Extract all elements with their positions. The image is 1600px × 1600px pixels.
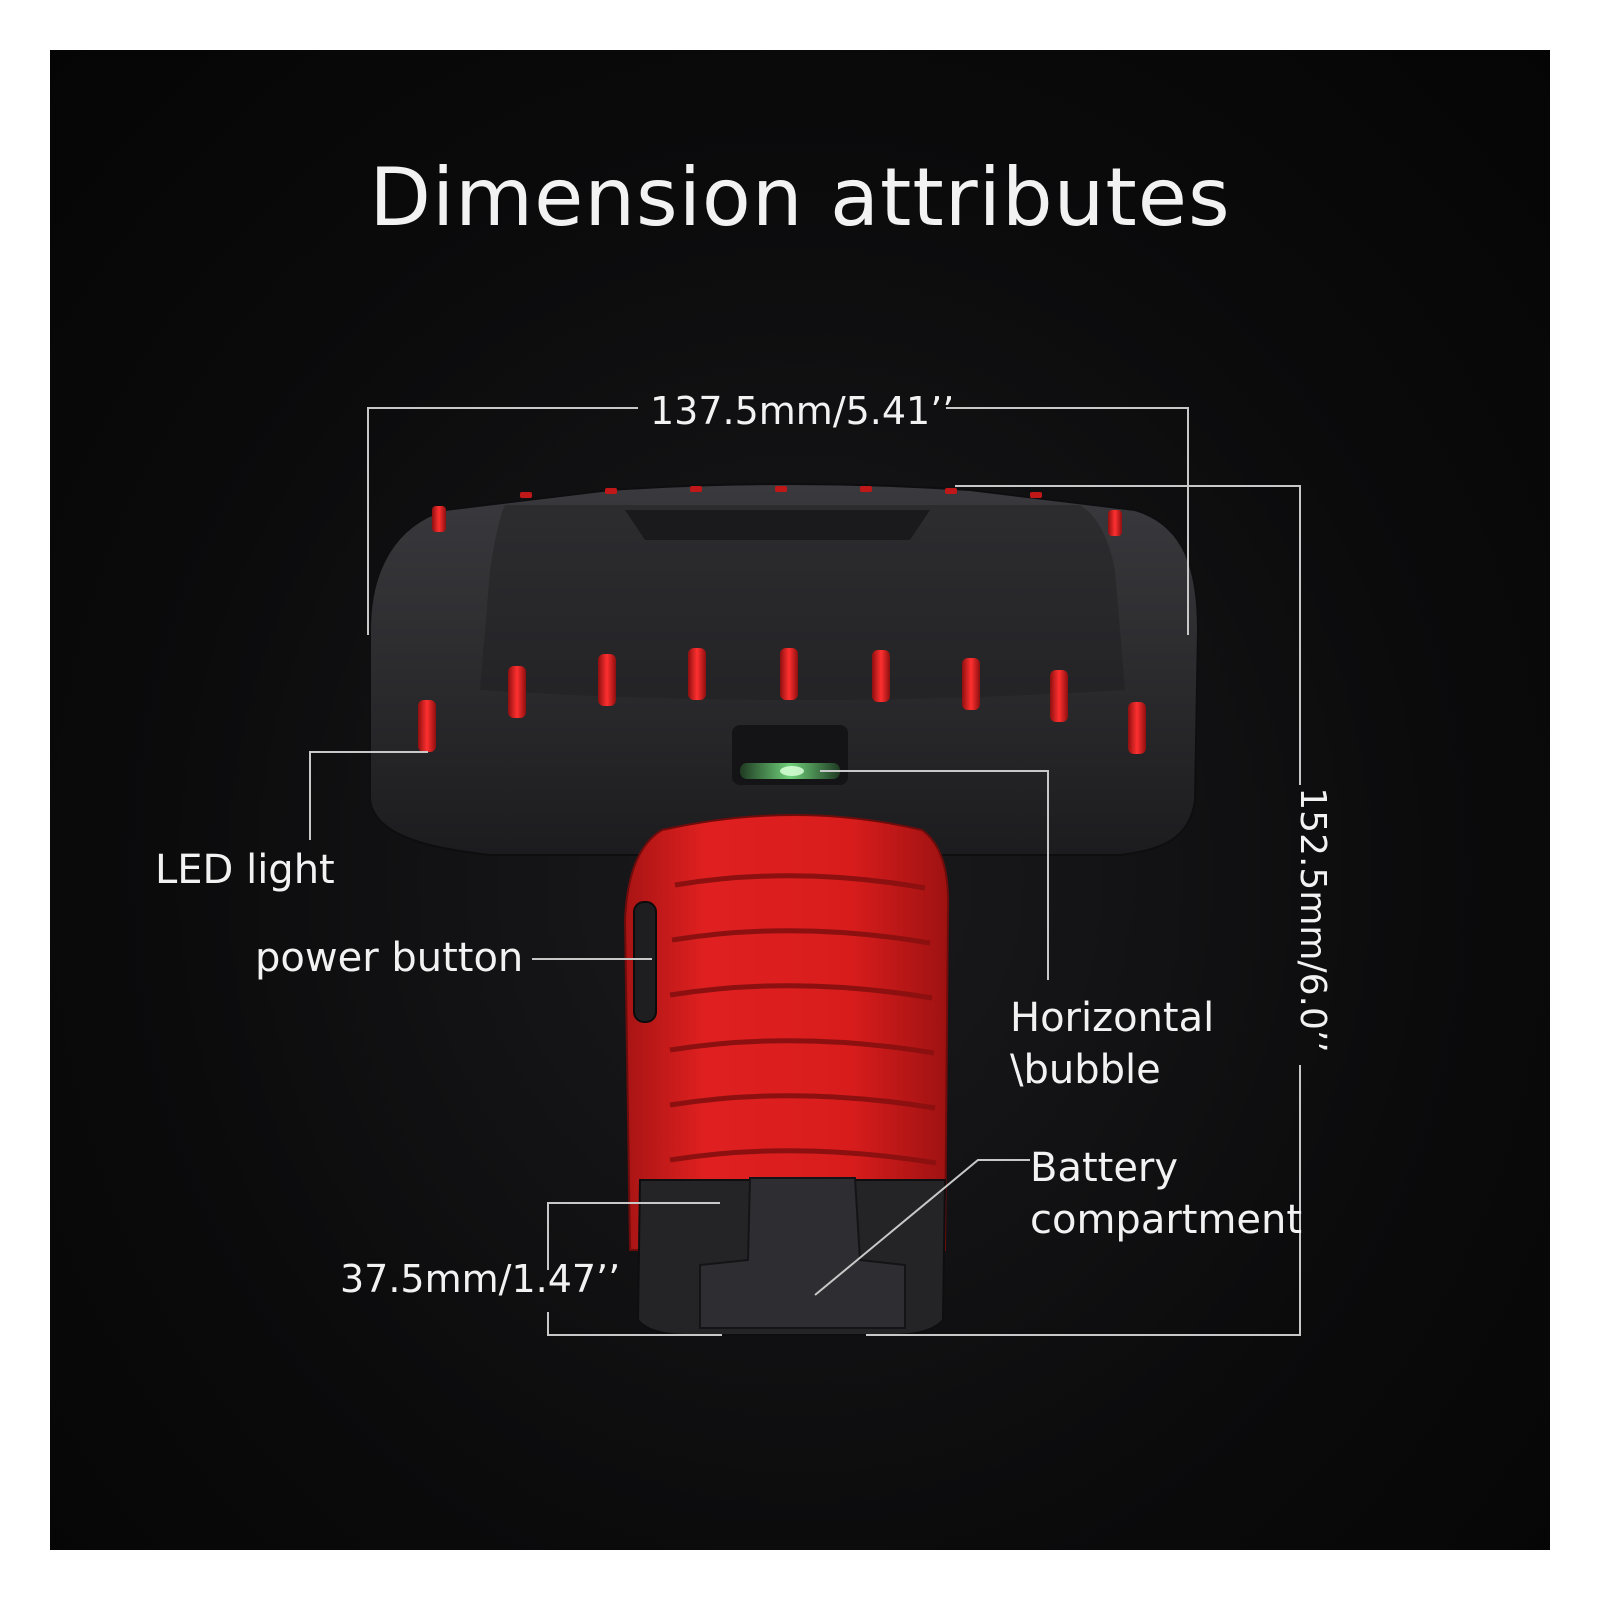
width-dimension-line [946,407,1189,635]
horizontal-bubble-label: Horizontal \bubble [1010,992,1214,1096]
battery-compartment-label-line1: Battery [1030,1145,1179,1191]
led-marker-top [432,506,446,532]
height-dimension-line [866,1065,1301,1336]
grip-ridges [669,873,937,1166]
power-button-label: power button [255,935,524,981]
device-face [480,505,1125,700]
battery-leader-line [814,1159,1030,1296]
leader-lines [309,407,1301,1336]
battery-compartment-label: Battery compartment [1030,1142,1302,1246]
led-marker [1050,670,1068,722]
horizontal-bubble-label-line2: \bubble [1010,1047,1161,1093]
product-dimension-diagram: Dimension attributes 137.5mm/5.41’’ 152.… [50,50,1550,1550]
depth-dimension-label: 37.5mm/1.47’’ [340,1257,621,1301]
bubble-leader-line [820,770,1049,980]
led-marker [688,648,706,700]
led-dot [860,486,872,492]
led-marker [780,648,798,700]
power-button [633,901,657,1023]
height-dimension-label: 152.5mm/6.0’’ [1292,787,1333,1053]
led-marker [508,666,526,718]
led-marker-top [1108,510,1122,536]
led-markers [418,486,1146,754]
display-recess [625,510,930,540]
led-light-label: LED light [155,847,335,893]
led-leader-line [309,751,428,840]
battery-cover [699,1177,906,1329]
led-dot [605,488,617,494]
bubble [780,766,804,776]
width-dimension-label: 137.5mm/5.41’’ [650,389,955,433]
height-dimension-line [955,485,1301,785]
led-dot [1030,492,1042,498]
led-marker [1128,702,1146,754]
bubble-level [732,725,848,785]
depth-dimension-line [547,1202,720,1270]
led-dot [775,486,787,492]
led-marker [962,658,980,710]
stud-finder-illustration [309,407,1301,1336]
battery-compartment-label-line2: compartment [1030,1197,1303,1243]
led-marker [872,650,890,702]
led-marker [418,700,436,752]
led-dot [690,486,702,492]
horizontal-bubble-label-line1: Horizontal [1010,995,1215,1041]
depth-dimension-line [547,1312,722,1336]
width-dimension-line [367,407,638,635]
led-dot [945,488,957,494]
led-dot [520,492,532,498]
page-title: Dimension attributes [369,151,1231,244]
led-marker [598,654,616,706]
grip-handle [623,814,950,1251]
